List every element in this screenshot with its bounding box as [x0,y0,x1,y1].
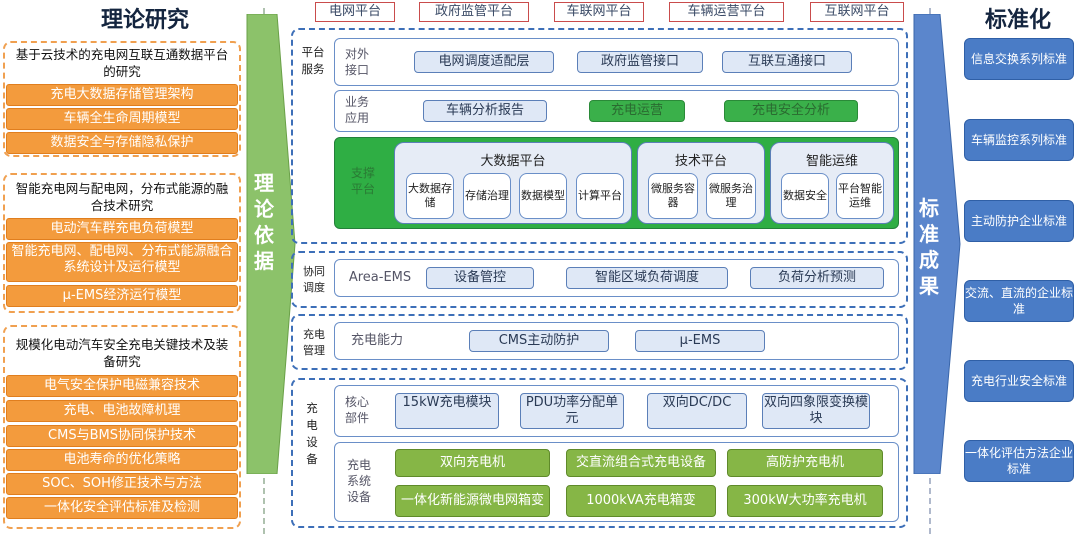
charge-capacity-row [334,322,899,360]
research-item: 充电、电池故障机理 [6,400,238,422]
business-app-item: 车辆分析报告 [423,100,547,122]
research-item: 充电大数据存储管理架构 [6,84,238,106]
area-ems-label: Area-EMS [348,270,412,285]
interface-item: 互联互通接口 [722,51,852,73]
top-platform-box: 电网平台 [315,2,395,22]
support-platform-label: 支撑平台 [350,166,375,196]
research-group-3 [3,325,241,529]
charge-capacity-label: 充电能力 [350,333,403,348]
business-app-item: 充电安全分析 [724,100,858,122]
research-group-3-title: 规模化电动汽车安全充电关键技术及装备研究 [15,337,229,369]
core-components-label: 核心部件 [344,395,369,425]
research-item: 电池寿命的优化策略 [6,449,238,471]
core-component-item: 双向DC/DC [647,393,747,429]
research-group-1 [3,41,241,157]
research-item: 数据安全与存储隐私保护 [6,132,238,154]
top-platform-box: 互联网平台 [810,2,904,22]
coordination-item: 设备管控 [426,267,534,289]
external-interface-label: 对外接口 [344,47,369,77]
core-component-item: 15kW充电模块 [395,393,499,429]
top-platform-box: 车联网平台 [554,2,644,22]
system-equipment-item: 1000kVA充电箱变 [566,485,716,517]
coordination-label: 协同调度 [303,265,325,294]
system-equipment-item: 300kW大功率充电机 [727,485,883,517]
tech-item: 微服务容器 [648,173,698,219]
research-item: 车辆全生命周期模型 [6,108,238,130]
tech-item: 微服务治理 [706,173,756,219]
coordination-item: 负荷分析预测 [750,267,884,289]
ops-platform-title: 智能运维 [805,154,858,169]
bigdata-platform-title: 大数据平台 [480,154,546,169]
system-equipment-item: 高防护充电机 [727,449,883,477]
top-platform-box: 政府监管平台 [419,2,529,22]
standard-item: 车辆监控系列标准 [964,119,1074,161]
system-equipment-item: 交直流组合式充电设备 [566,449,716,477]
charge-equipment-label: 充电设备 [306,401,318,466]
research-item: 电气安全保护电磁兼容技术 [6,375,238,397]
research-item: 电动汽车群充电负荷模型 [6,218,238,240]
research-item: 智能充电网、配电网、分布式能源融合系统设计及运行模型 [6,242,238,282]
research-group-2 [3,173,241,313]
theory-basis-arrow [246,14,296,474]
research-item: CMS与BMS协同保护技术 [6,425,238,447]
standard-item: 充电行业安全标准 [964,360,1074,402]
business-app-item: 充电运营 [589,100,685,122]
business-app-label: 业务应用 [344,95,369,125]
charge-management-label: 充电管理 [303,328,325,357]
research-group-1-title: 基于云技术的充电网互联互通数据平台的研究 [15,47,229,79]
coordination-section [291,251,908,308]
charge-mgmt-item: μ-EMS [635,330,765,352]
ops-item: 数据安全 [781,173,829,219]
core-component-item: PDU功率分配单元 [520,393,624,429]
ops-item: 平台智能运维 [836,173,884,219]
theory-basis-label: 理论依据 [254,171,274,273]
left-title: 理论研究 [100,8,189,33]
research-item: 一体化安全评估标准及检测 [6,497,238,519]
standard-item: 主动防护企业标准 [964,200,1074,242]
coordination-item: 智能区域负荷调度 [566,267,728,289]
research-item: μ-EMS经济运行模型 [6,285,238,307]
charge-management-section [291,314,908,370]
interface-item: 电网调度适配层 [414,51,554,73]
research-item: SOC、SOH修正技术与方法 [6,473,238,495]
platform-service-label: 平台服务 [301,45,325,76]
bigdata-item: 大数据存储 [406,173,454,219]
top-platform-box: 车辆运营平台 [669,2,784,22]
standard-results-arrow [913,14,961,474]
bigdata-item: 计算平台 [576,173,624,219]
charge-equipment-section [291,378,908,528]
core-component-item: 双向四象限变换模块 [762,393,870,429]
tech-platform-title: 技术平台 [674,154,727,169]
system-equipment-item: 一体化新能源微电网箱变 [395,485,550,517]
charging-system-label: 充电系统设备 [346,458,371,504]
interface-item: 政府监管接口 [577,51,703,73]
right-title: 标准化 [984,8,1051,33]
charge-mgmt-item: CMS主动防护 [469,330,609,352]
bigdata-item: 数据模型 [519,173,567,219]
standard-results-label: 标准成果 [919,196,939,298]
platform-service-section [291,28,908,244]
standard-item: 一体化评估方法企业标准 [964,440,1074,482]
system-equipment-item: 双向充电机 [395,449,550,477]
bigdata-item: 存储治理 [463,173,511,219]
research-group-2-title: 智能充电网与配电网，分布式能源的融合技术研究 [15,181,229,213]
standard-item: 交流、直流的企业标准 [964,280,1074,322]
standard-item: 信息交换系列标准 [964,38,1074,80]
